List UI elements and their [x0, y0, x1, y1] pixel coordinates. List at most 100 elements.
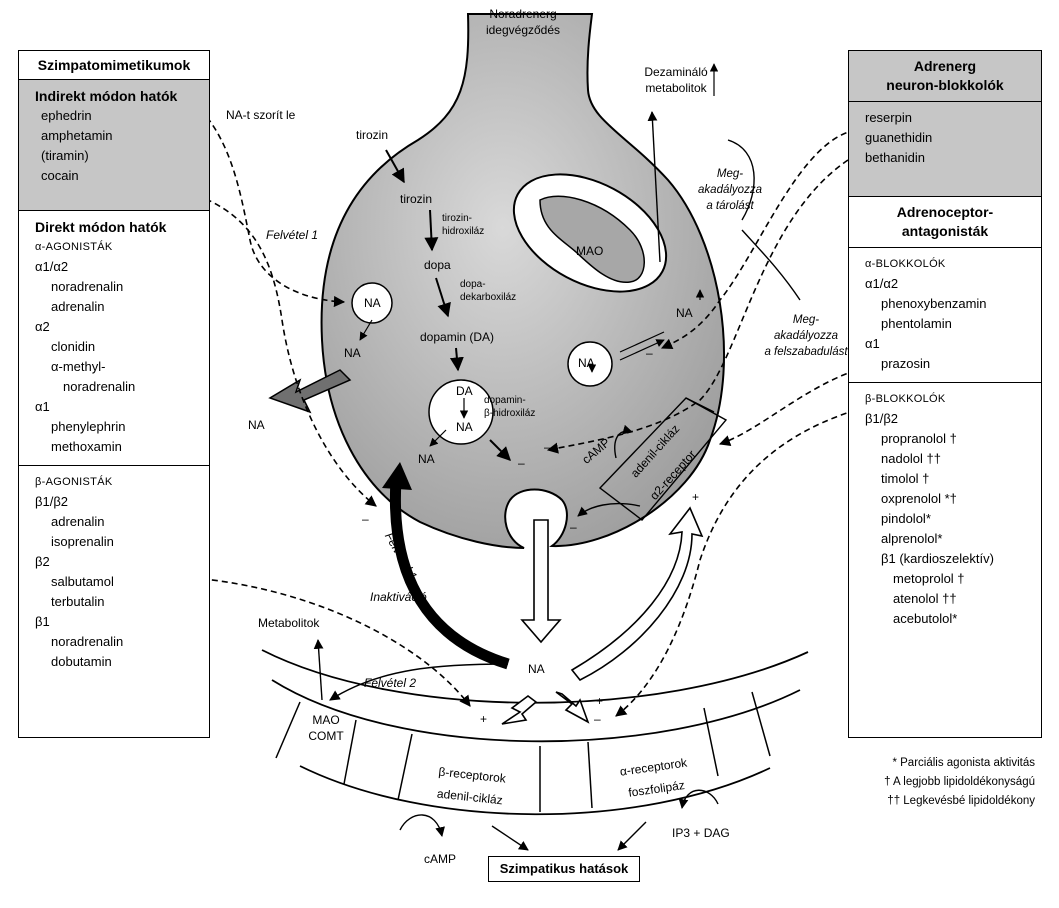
- mao-label: MAO: [576, 244, 604, 258]
- na-efflux-arrow: [268, 369, 352, 414]
- uptake2-curve: [329, 663, 509, 701]
- drug-item: methoxamin: [51, 439, 122, 454]
- membrane-lower: [299, 765, 771, 816]
- a2-heading: α2: [35, 319, 50, 334]
- membrane-outer: [261, 649, 809, 704]
- drug-item: reserpin: [865, 110, 912, 125]
- direct-section: Direkt módon hatók α-AGONISTÁK α1/α2 nor…: [19, 211, 209, 466]
- drug-item: terbutalin: [51, 594, 105, 609]
- drug-item: noradrenalin: [51, 634, 124, 649]
- drug-item: phenylephrin: [51, 419, 126, 434]
- alpha2-receptor-lines: [577, 139, 801, 521]
- uptake2-label: Felvétel 2: [364, 676, 417, 690]
- uptake1-label: Felvétel 1: [266, 228, 319, 242]
- plus-sign-1: +: [480, 712, 488, 726]
- drug-item: adrenalin: [51, 299, 105, 314]
- tyrosine-2: tirozin: [400, 192, 433, 206]
- indirect-item: (tiramin): [41, 148, 89, 163]
- minus-sign-2: –: [570, 520, 577, 534]
- th-line1: tirozin-: [442, 213, 473, 224]
- effect-arrow-2: [617, 821, 647, 851]
- alpha-arrow: [555, 691, 590, 724]
- na-cytosol-1: NA: [344, 346, 361, 360]
- minus-sign-1: –: [594, 712, 601, 726]
- direct-title: Direkt módon hatók: [35, 219, 167, 235]
- a1a2-heading: α1/α2: [865, 276, 899, 291]
- dbh-line1: dopamin-: [484, 395, 526, 406]
- legend: * Parciális agonista aktivitás † A legjo…: [855, 754, 1035, 811]
- b1b2-heading: β1/β2: [865, 411, 899, 426]
- neuron-blockers-title-2: neuron-blokkolók: [886, 77, 1004, 93]
- da-vesicle: DA: [456, 384, 473, 398]
- alpha-blockers-title: α-BLOKKOLÓK: [865, 258, 946, 270]
- na-vesicle-1: NA: [364, 296, 381, 310]
- deaminated-line1: Dezamináló: [644, 65, 708, 79]
- b1-heading: β1 (kardioszelektív): [881, 551, 994, 566]
- sympathomimetics-title: Szimpatomimetikumok: [19, 51, 209, 80]
- prevents-release-1: Meg-: [792, 314, 820, 326]
- a1-heading: α1: [35, 399, 50, 414]
- drug-item: oxprenolol *†: [881, 491, 957, 506]
- dopa-label: dopa: [424, 258, 451, 272]
- vesicle-storage: [567, 341, 613, 387]
- mao-line: MAO: [312, 713, 340, 727]
- prevents-release-2: akadályozza: [774, 330, 838, 342]
- ddc-line2: dekarboxiláz: [460, 292, 517, 303]
- antagonists-title-2: antagonisták: [901, 223, 989, 239]
- beta-blockers-title: β-BLOKKOLÓK: [865, 393, 946, 405]
- a1-heading: α1: [865, 336, 880, 351]
- drug-item: metoprolol †: [893, 571, 965, 586]
- drug-item: propranolol †: [881, 431, 957, 446]
- indirect-item: cocain: [41, 168, 79, 183]
- prevents-storage-label: Meg- akadályozza a tárolást: [690, 166, 770, 214]
- blockers-panel: Adrenerg neuron-blokkolók reserpin guane…: [848, 50, 1042, 738]
- neuron-blockers-title-1: Adrenerg: [913, 58, 977, 74]
- indirect-item: ephedrin: [41, 108, 92, 123]
- legend-partial-agonist: * Parciális agonista aktivitás: [892, 757, 1035, 769]
- prevents-storage-3: a tárolást: [706, 200, 754, 212]
- membrane-inner: [271, 679, 801, 743]
- synthesis-arrows: [359, 63, 719, 461]
- beta-agonists-section: β-AGONISTÁK β1/β2 adrenalin isoprenalin …: [19, 466, 209, 680]
- na-near-mito: NA: [676, 306, 693, 320]
- drug-item: noradrenalin: [51, 279, 124, 294]
- na-displace-label: NA-t szorít le: [226, 108, 296, 122]
- camp-arrow: [399, 814, 445, 837]
- plus-sign-3: +: [692, 490, 700, 504]
- beta-agonists-title: β-AGONISTÁK: [35, 476, 113, 488]
- terminal-title: Noradrenerg idegvégződés: [468, 6, 578, 38]
- na-vesicle-dbh: NA: [456, 420, 473, 434]
- drug-item: acebutolol*: [893, 611, 958, 626]
- camp-bottom-label: cAMP: [424, 852, 457, 866]
- receptor-dividers: [275, 691, 771, 812]
- drug-item: pindolol*: [881, 511, 931, 526]
- dbh-label: dopamin- β-hidroxiláz: [484, 394, 535, 420]
- drug-item: α-methyl-: [51, 359, 106, 374]
- metabolit-arrow: [313, 639, 324, 701]
- indirect-section: Indirekt módon hatók ephedrin amphetamin…: [19, 80, 209, 211]
- sympathetic-effects-box: Szimpatikus hatások: [488, 856, 640, 882]
- antagonists-title-1: Adrenoceptor-: [896, 204, 994, 220]
- prevents-storage-1: Meg-: [716, 168, 744, 180]
- drug-item: atenolol ††: [893, 591, 957, 606]
- dopamine-label: dopamin (DA): [420, 330, 495, 344]
- vesicle-uptake: [351, 282, 393, 324]
- reuptake-arrow-head: [382, 462, 412, 490]
- indirect-item: amphetamin: [41, 128, 113, 143]
- neuron-blockers-section: reserpin guanethidin bethanidin: [849, 102, 1041, 197]
- drug-item: alprenolol*: [881, 531, 943, 546]
- drug-item: isoprenalin: [51, 534, 114, 549]
- deaminated-label: Dezamináló metabolitok: [636, 64, 716, 96]
- dbh-line2: β-hidroxiláz: [484, 408, 536, 419]
- sympathomimetics-panel: Szimpatomimetikumok Indirekt módon hatók…: [18, 50, 210, 738]
- na-synapse: NA: [528, 662, 545, 676]
- ip3-arrow: [678, 789, 719, 809]
- release-arrow: [520, 519, 562, 644]
- b1-heading: β1: [35, 614, 50, 629]
- drug-item: adrenalin: [51, 514, 105, 529]
- prevents-release-label: Meg- akadályozza a felszabadulást: [756, 312, 856, 360]
- drug-item: phentolamin: [881, 316, 952, 331]
- alpha-agonists-title: α-AGONISTÁK: [35, 241, 113, 253]
- drug-item: salbutamol: [51, 574, 114, 589]
